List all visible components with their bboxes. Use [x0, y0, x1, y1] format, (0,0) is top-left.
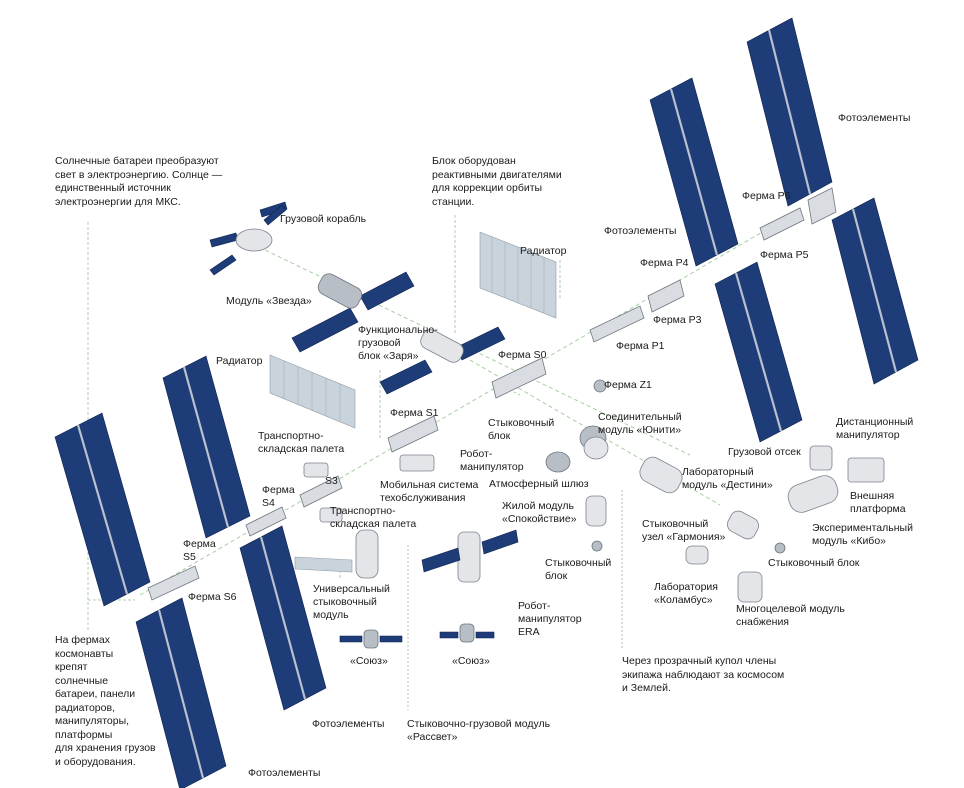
label-universal-docking: Универсальный стыковочный модуль [313, 583, 390, 621]
label-zarya: Функционально- грузовой блок «Заря» [358, 324, 438, 362]
solar-array-s4-lower [239, 525, 327, 711]
solar-array-s4-upper [162, 355, 251, 539]
label-soyuz-1: «Союз» [350, 655, 388, 667]
label-photo-mid: Фотоэлементы [604, 225, 677, 237]
label-cargo-ship: Грузовой корабль [280, 213, 367, 225]
solar-array-left-upper [54, 412, 151, 607]
note-thrusters: Блок оборудован реактивными двигателями … [432, 155, 562, 208]
solar-array-zvezda [291, 271, 415, 353]
label-truss-p4: Ферма P4 [640, 257, 689, 269]
solar-array-p4-lower [714, 261, 803, 443]
label-radiator-top: Радиатор [520, 245, 567, 257]
label-truss-s4: Ферма S4 [262, 484, 295, 509]
label-airlock: Атмосферный шлюз [489, 478, 589, 490]
label-docking-block: Стыковочный блок [488, 417, 555, 442]
solar-array-top-right-lower [831, 197, 919, 385]
label-era: Робот- манипулятор ERA [518, 600, 582, 638]
solar-array-cargo-ship [209, 201, 288, 276]
note-trusses: На фермах космонавты крепят солнечные ба… [55, 634, 156, 768]
label-remote-arm: Дистанционный манипулятор [836, 416, 914, 441]
label-truss-s0: Ферма S0 [498, 349, 547, 361]
label-mplm: Многоцелевой модуль снабжения [736, 603, 845, 628]
label-mobile-system: Мобильная система техобслуживания [380, 479, 479, 504]
label-photo-top-right: Фотоэлементы [838, 112, 911, 124]
label-pallet-1: Транспортно- складская палета [258, 430, 345, 455]
label-cargo-bay: Грузовой отсек [728, 446, 801, 458]
note-solar-energy: Солнечные батареи преобразуют свет в эле… [55, 155, 223, 208]
label-robot-arm: Робот- манипулятор [460, 448, 524, 473]
label-truss-s3: S3 [325, 475, 338, 487]
label-truss-p5: Ферма P5 [760, 249, 809, 261]
solar-array-p4-upper [649, 77, 739, 267]
truss-segments [147, 187, 837, 601]
label-truss-s5: Ферма S5 [183, 538, 216, 563]
label-external-platform: Внешняя платформа [850, 490, 906, 515]
label-truss-z1: Ферма Z1 [604, 379, 652, 391]
solar-array-left-lower [135, 597, 227, 788]
modules [235, 228, 885, 649]
label-kibo: Экспериментальный модуль «Кибо» [812, 522, 913, 547]
label-pallet-2: Транспортно- складская палета [330, 505, 417, 530]
label-docking-block-3: Стыковочный блок [768, 557, 860, 569]
solar-array-top-right-upper [746, 17, 833, 207]
label-columbus: Лаборатория «Коламбус» [654, 581, 718, 606]
label-tranquility: Жилой модуль «Спокойствие» [502, 500, 577, 525]
label-soyuz-2: «Союз» [452, 655, 490, 667]
label-rassvet: Стыковочно-грузовой модуль «Рассвет» [407, 718, 551, 743]
radiator-top [479, 231, 557, 319]
label-truss-p1: Ферма P1 [616, 340, 665, 352]
label-truss-s1: Ферма S1 [390, 407, 439, 419]
label-truss-p6: Ферма P6 [742, 190, 791, 202]
note-cupola: Через прозрачный купол члены экипажа наб… [622, 655, 785, 694]
label-truss-s6: Ферма S6 [188, 591, 237, 603]
label-harmony: Стыковочный узел «Гармония» [642, 518, 726, 543]
label-radiator-left: Радиатор [216, 355, 263, 367]
label-truss-p3: Ферма P3 [653, 314, 702, 326]
label-docking-block-2: Стыковочный блок [545, 557, 612, 582]
label-photo-bottom: Фотоэлементы [248, 767, 321, 779]
label-zvezda: Модуль «Звезда» [226, 295, 312, 307]
radiator-left [269, 354, 356, 429]
label-destiny: Лабораторный модуль «Дестини» [682, 466, 773, 491]
label-photo-bottom-left: Фотоэлементы [312, 718, 385, 730]
radiator-small-left [294, 556, 353, 573]
label-unity: Соединительный модуль «Юнити» [598, 411, 682, 436]
